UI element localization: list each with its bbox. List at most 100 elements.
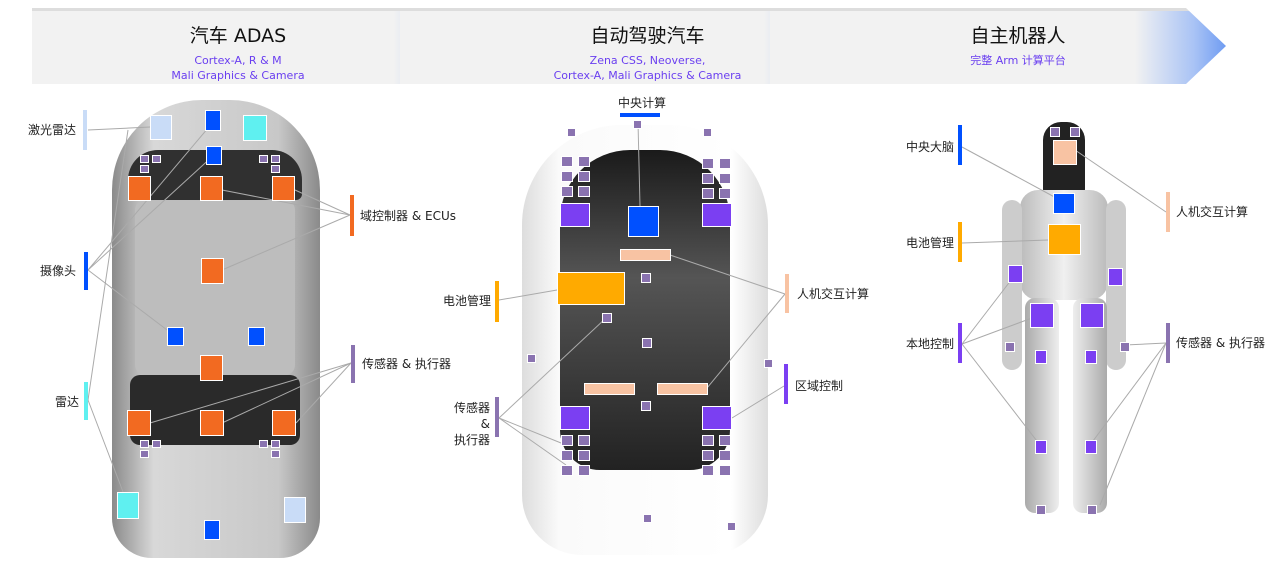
sensor-box [567,128,576,137]
local-control-box [1035,350,1047,364]
hmi-legend-bar [1166,192,1170,232]
sensor-box [259,155,268,163]
domain-ecu-box [128,176,151,201]
domain-ecu-box [272,410,296,436]
sensor-box [702,173,714,184]
brain-label: 中央大脑 [906,140,955,154]
sensor-box [271,165,280,173]
domain-ecu-box [200,410,224,436]
sensor-box [578,156,590,167]
sensor-box [719,465,731,476]
camera-box [167,327,184,346]
local-control-box [1008,265,1023,283]
local-control-box [1108,268,1123,286]
local-control-box [1085,350,1097,364]
sensor-box [702,450,714,461]
domain-legend-bar [350,195,354,236]
domain-label: 域控制器 & ECUs [360,209,456,223]
domain-ecu-box [201,258,224,284]
local-control-box [1030,303,1054,328]
sensor-box [561,171,573,182]
sensor-box [561,450,573,461]
sensor-box [271,440,280,448]
sensor-box [140,165,149,173]
camera-box [248,327,265,346]
sensor-box [702,465,714,476]
sensor-box [140,440,149,448]
sensor-box [602,313,612,323]
sensors-legend-bar [1166,323,1170,363]
sensor-box [641,401,651,411]
domain-ecu-box [200,355,223,381]
sensors-legend-bar [351,345,355,383]
sensor-box [561,465,573,476]
sensors-label: 传感器 & 执行器 [453,401,490,447]
hmi-label: 人机交互计算 [1176,205,1249,219]
radar-legend-bar [84,382,88,420]
lidar-legend-bar [83,110,87,150]
sensor-box [764,359,773,368]
radar-box [117,492,139,519]
sensor-box [578,435,590,446]
sensor-box [727,522,736,531]
sensor-box [702,188,714,199]
stage-subtitle: Cortex-A, R & M Mali Graphics & Camera [171,54,305,82]
local-control-box [1080,303,1104,328]
sensor-box [719,188,731,199]
sensor-box [152,440,161,448]
camera-box [206,146,222,165]
hmi-box [657,383,708,395]
hmi-box [584,383,635,395]
local-control-box [1035,440,1047,454]
sensors-legend-bar [495,397,499,437]
sensor-box [719,435,731,446]
sensor-box [140,155,149,163]
sensor-box [643,514,652,523]
sensor-box [527,354,536,363]
stage-subtitle: Zena CSS, Neoverse, Cortex-A, Mali Graph… [553,54,742,82]
sensor-box [1036,505,1046,515]
sensor-box [578,186,590,197]
zone-box [560,406,590,430]
camera-label: 摄像头 [40,264,77,278]
domain-ecu-box [200,176,223,201]
sensor-box [1120,342,1130,352]
sensor-box [259,440,268,448]
sensor-box [561,435,573,446]
sensor-box [641,273,651,283]
camera-box [204,520,220,540]
sensors-label: 传感器 & 执行器 [1176,336,1265,350]
zone-box [560,203,590,227]
sensor-box [642,338,652,348]
sensor-box [578,450,590,461]
central-brain-box [1053,193,1075,214]
domain-ecu-box [127,410,151,436]
central-compute-label: 中央计算 [618,96,667,110]
adas-car-roof [135,200,295,375]
robot-right-leg [1073,298,1107,513]
stage-title: 自动驾驶汽车 [590,25,705,47]
zone-label: 区域控制 [795,379,844,393]
camera-box [205,110,221,131]
sensor-box [1050,127,1060,137]
central-compute-box [628,206,659,237]
local-control-label: 本地控制 [906,337,955,351]
local-control-box [1085,440,1097,454]
sensor-box [719,450,731,461]
hmi-box [620,249,671,261]
lidar-box [284,497,306,523]
sensor-box [152,155,161,163]
sensor-box [140,450,149,458]
battery-box [557,272,625,305]
sensors-label: 传感器 & 执行器 [362,357,451,371]
sensor-box [271,155,280,163]
zone-box [702,203,732,227]
zone-box [702,406,732,430]
brain-legend-bar [958,125,962,165]
stage-robot: 自主机器人完整 Arm 计算平台 [770,8,1226,84]
radar-label: 雷达 [55,395,80,409]
lidar-box [150,115,172,140]
domain-ecu-box [272,176,295,201]
battery-label: 电池管理 [906,236,955,250]
